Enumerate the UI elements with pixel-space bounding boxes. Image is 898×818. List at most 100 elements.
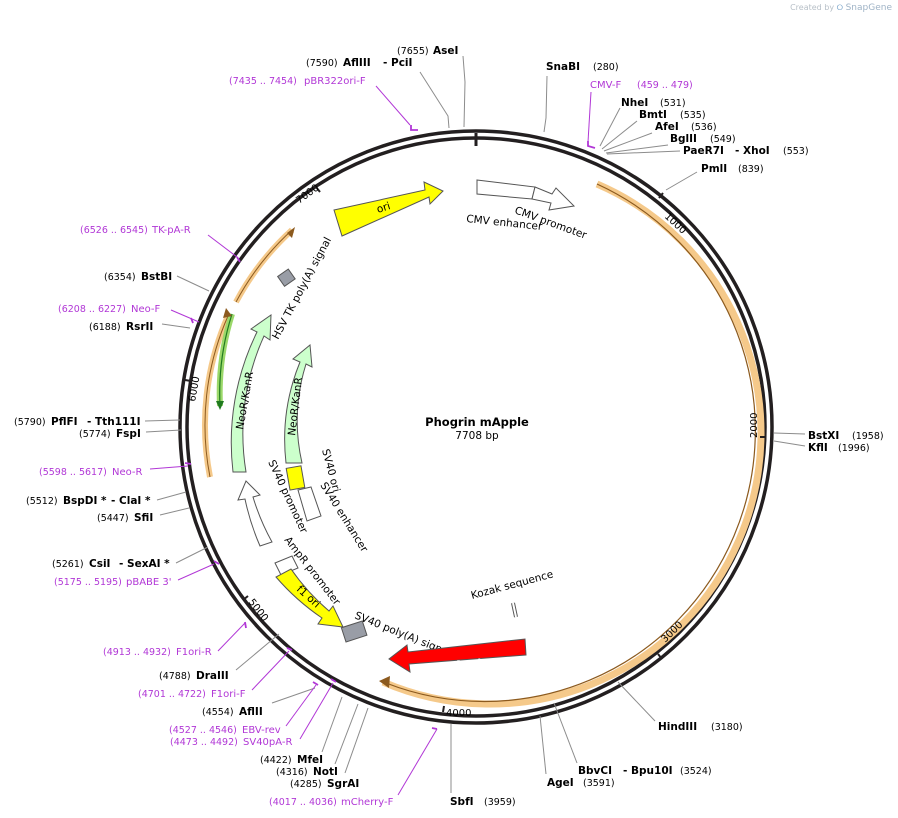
primer-sv40pa-r[interactable]: SV40pA-R [243,737,292,748]
plasmid-name: Phogrin mApple [425,415,529,429]
sv40-promoter-feature [237,480,273,547]
site-mfei[interactable]: MfeI [297,754,323,766]
primer-f1ori-f[interactable]: F1ori-F [211,689,246,700]
site-rsrii[interactable]: RsrII [126,321,153,333]
primer-ebv-rev[interactable]: EBV-rev [242,725,281,736]
primer-pbabe3-pos: (5175 .. 5195) [54,577,122,588]
site-pmli[interactable]: PmlI [701,163,727,175]
primer-leaders [149,85,596,796]
site-afliii-pos: (7590) [306,58,338,69]
site-afliii-extra[interactable]: - PciI [383,57,412,69]
site-paer7i[interactable]: PaeR7I [683,145,724,157]
ori-label: ori [375,200,392,216]
primer-f1ori-f-pos: (4701 .. 4722) [138,689,206,700]
orf-arc-arrowhead [379,676,390,688]
site-bmti-pos: (535) [680,110,706,121]
snapgene-logo-icon: ⭘ [836,3,844,12]
sv40-enhancer-label: SV40 enhancer [317,480,370,555]
site-fspi[interactable]: FspI [116,428,141,440]
site-bmti[interactable]: BmtI [639,109,667,121]
primer-ebv-rev-pos: (4527 .. 4546) [169,725,237,736]
site-csii-pos: (5261) [52,559,84,570]
site-sgrai-pos: (4285) [290,779,322,790]
site-kfli-pos: (1996) [838,443,870,454]
site-asei[interactable]: AseI [433,45,458,57]
primer-cmv-f[interactable]: CMV-F [590,80,621,91]
created-by-text: Created by [790,3,835,12]
site-bspdi[interactable]: BspDI * [63,495,107,507]
orf-arc-line [385,183,756,703]
snapgene-brand: SnapGene [845,3,892,13]
site-sfii-pos: (5447) [97,513,129,524]
site-nhei[interactable]: NheI [621,97,648,109]
site-draiii[interactable]: DraIII [196,670,229,682]
site-snabi-pos: (280) [593,62,619,73]
sv40-enhancer-feature [297,486,322,522]
site-agei-pos: (3591) [583,778,615,789]
orf-arc-left-1-line [204,315,229,478]
site-sbfi[interactable]: SbfI [450,796,474,808]
tick-6000: 6000 [187,376,202,403]
mapple-label: mApple [443,657,489,672]
primer-pbr322ori-f[interactable]: pBR322ori-F [304,76,366,87]
tick-4000: 4000 [446,708,471,719]
site-aflii[interactable]: AflII [239,706,263,718]
site-afei-pos: (536) [691,122,717,133]
primer-mcherry-f[interactable]: mCherry-F [341,797,394,808]
site-pflfi-extra[interactable]: - Tth111I [87,416,141,428]
backbone-outer [178,129,774,725]
site-bglii[interactable]: BglII [670,133,697,145]
site-kfli[interactable]: KflI [808,442,828,454]
primer-tk-pa-r[interactable]: TK-pA-R [151,225,191,236]
hsv-tk-polya-label: HSV TK poly(A) signal [270,235,334,341]
sv40-ori-feature [285,465,306,491]
primer-pbr322ori-f-pos: (7435 .. 7454) [229,76,297,87]
plasmid-length: 7708 bp [455,430,499,442]
primer-f1ori-r[interactable]: F1ori-R [176,647,212,658]
neor-inner-label: NeoR/KanR [286,377,305,437]
neor-outer-feature [230,314,272,473]
site-bstbi[interactable]: BstBI [141,271,172,283]
primer-neo-r-pos: (5598 .. 5617) [39,467,107,478]
site-sbfi-pos: (3959) [484,797,516,808]
site-paer7i-extra[interactable]: - XhoI [735,145,770,157]
primer-neo-f-pos: (6208 .. 6227) [58,304,126,315]
created-by-badge: Created by ⭘ SnapGene [790,3,892,13]
primer-sv40pa-r-pos: (4473 .. 4492) [170,737,238,748]
site-noti-pos: (4316) [276,767,308,778]
primer-neo-r[interactable]: Neo-R [112,467,143,478]
site-afei[interactable]: AfeI [655,121,679,133]
orf-green-arrowhead [216,401,224,410]
site-agei[interactable]: AgeI [547,777,574,789]
site-sgrai[interactable]: SgrAI [327,778,359,790]
primer-neo-f[interactable]: Neo-F [131,304,161,315]
site-pflfi[interactable]: PflFI [51,416,78,428]
mapple-feature [388,638,527,673]
site-csii[interactable]: CsiI [89,558,110,570]
site-afliii[interactable]: AflIII [343,57,371,69]
sv40-polya-feature [340,620,368,643]
site-bbvci-extra[interactable]: - Bpu10I [623,765,673,777]
cmv-promoter-feature [531,186,576,211]
site-snabi[interactable]: SnaBI [546,61,580,73]
site-bstxi[interactable]: BstXI [808,430,839,442]
site-hindiii[interactable]: HindIII [658,721,697,733]
orf-arc-left-2-line [235,229,293,303]
orf-arc [381,180,765,708]
site-hindiii-pos: (3180) [711,722,743,733]
site-sfii[interactable]: SfiI [134,512,153,524]
site-bstxi-pos: (1958) [852,431,884,442]
tick-7000: 7000 [294,183,321,207]
site-bglii-pos: (549) [710,134,736,145]
neor-inner-feature [284,344,313,464]
site-bbvci[interactable]: BbvCI [578,765,612,777]
primer-pbabe3[interactable]: pBABE 3' [126,577,172,588]
site-bstbi-pos: (6354) [104,272,136,283]
site-bspdi-extra[interactable]: - ClaI * [111,495,151,507]
site-nhei-pos: (531) [660,98,686,109]
site-csii-extra[interactable]: - SexAI * [119,558,170,570]
site-aflii-pos: (4554) [202,707,234,718]
scale-ticks [184,186,766,713]
site-noti[interactable]: NotI [313,766,338,778]
